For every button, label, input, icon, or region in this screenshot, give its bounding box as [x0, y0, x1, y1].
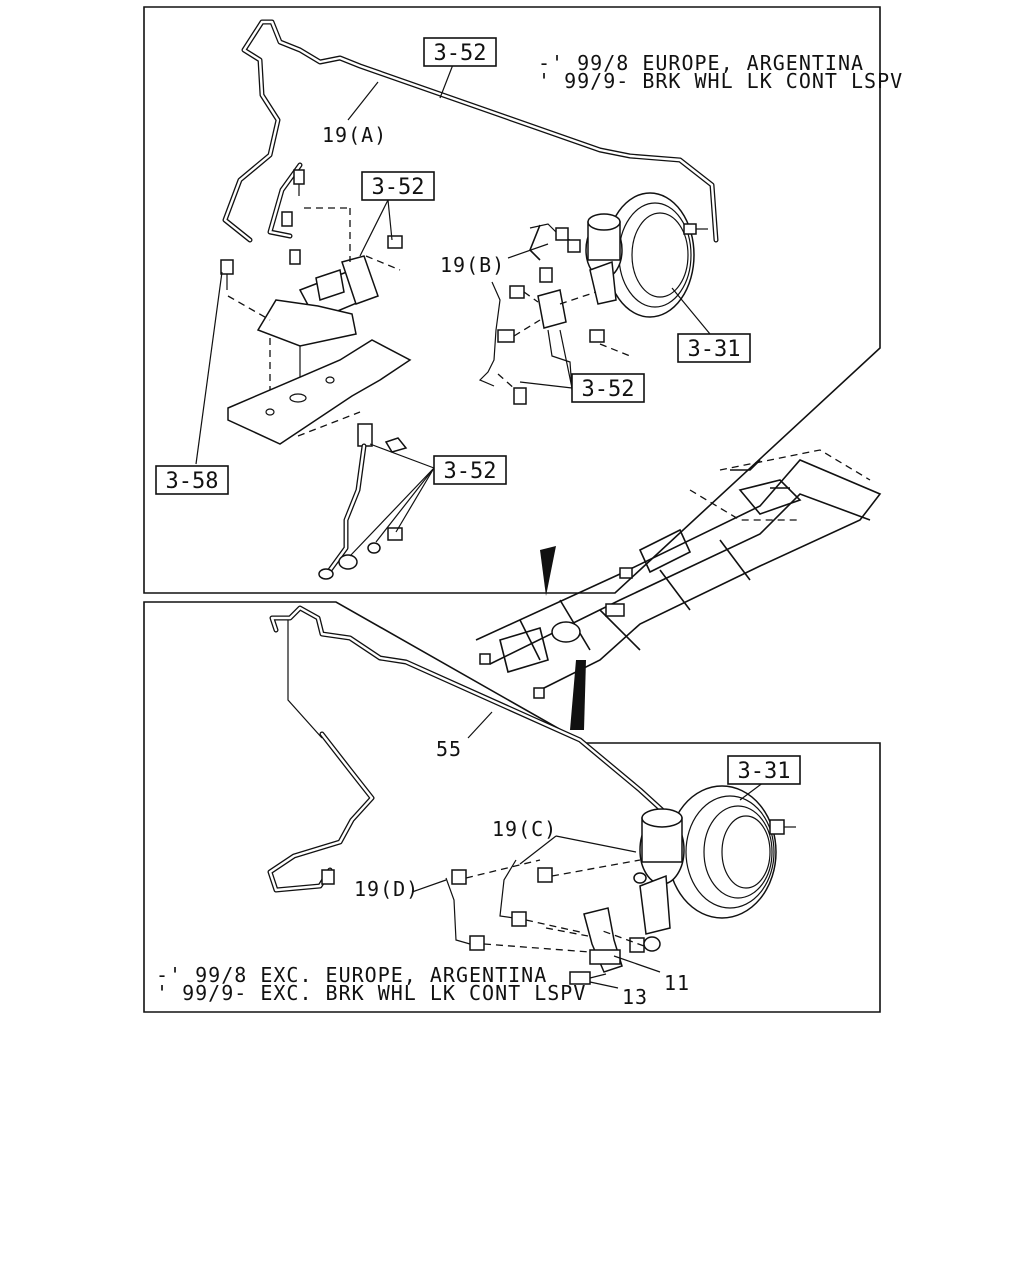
label-11: 11 [664, 971, 690, 995]
label-19b: 19(B) [440, 253, 505, 277]
lower-pipe-fittings [318, 423, 408, 580]
top-leader-lines [195, 61, 711, 557]
bottom-panel: 3-31 55 19(C) 19(D) 11 13 -' 99/8 EXC. E… [156, 605, 801, 1009]
label-19c: 19(C) [492, 817, 557, 841]
label-19d: 19(D) [354, 877, 419, 901]
callout-arrow-top [540, 546, 556, 596]
lspv-bolts [220, 169, 403, 321]
ref-box-3-31-top: 3-31 [677, 333, 751, 363]
ref-label: 3-31 [688, 337, 741, 362]
lspv-assembly [227, 255, 412, 445]
bottom-panel-frame [143, 601, 881, 1013]
ref-label: 3-52 [372, 175, 425, 200]
ref-label: 3-52 [582, 377, 635, 402]
brake-pipe-19b [478, 223, 631, 405]
label-13: 13 [622, 985, 648, 1009]
brake-pipe-55 [267, 605, 665, 893]
ref-box-3-58: 3-58 [155, 465, 229, 495]
ref-box-3-52-b: 3-52 [361, 171, 435, 201]
callout-arrow-bottom [570, 660, 586, 730]
brake-pipe-19a [222, 19, 719, 243]
ref-box-3-52-d: 3-52 [433, 455, 507, 485]
vehicle-chassis-frame [475, 449, 882, 730]
bottom-note-line1: -' 99/8 EXC. EUROPE, ARGENTINA [156, 963, 547, 987]
ref-label: 3-31 [738, 759, 791, 784]
label-19a: 19(A) [322, 123, 387, 147]
ref-label: 3-58 [166, 469, 219, 494]
ref-box-3-52-c: 3-52 [571, 373, 645, 403]
top-note-line1: -' 99/8 EUROPE, ARGENTINA [538, 51, 864, 75]
brake-booster-bottom [633, 785, 796, 935]
ref-box-3-31-bottom: 3-31 [727, 755, 801, 785]
ref-label: 3-52 [444, 459, 497, 484]
top-note-line2: ' 99/9- BRK WHL LK CONT LSPV [538, 69, 903, 93]
ref-box-3-52-a: 3-52 [423, 37, 497, 67]
ref-label: 3-52 [434, 41, 487, 66]
bottom-note-line2: ' 99/9- EXC. BRK WHL LK CONT LSPV [156, 981, 586, 1005]
bottom-leader-lines [411, 711, 765, 989]
label-55: 55 [436, 737, 462, 761]
top-panel: 3-52 3-52 3-31 3-52 3-58 3-52 19(A) 19(B… [155, 19, 903, 580]
brake-pipes-19c-19d [445, 859, 661, 985]
top-panel-frame [143, 6, 881, 594]
brake-booster-top [529, 192, 708, 318]
